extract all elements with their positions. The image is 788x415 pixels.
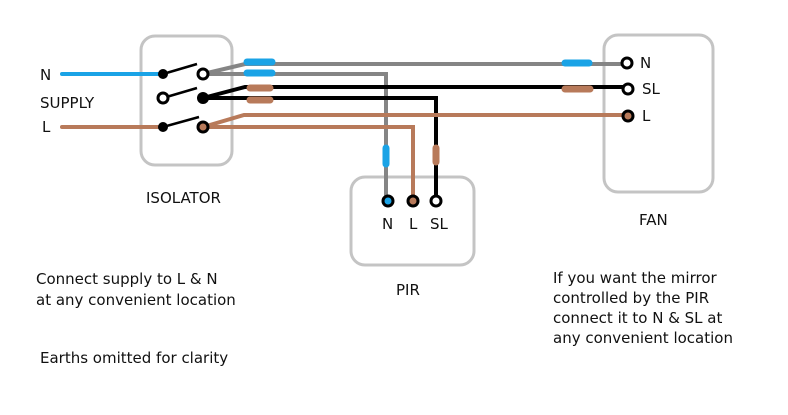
fan-terminal-l: L [642, 107, 651, 125]
fan-terminals [620, 56, 635, 123]
earths-note: Earths omitted for clarity [40, 349, 229, 367]
pir-terminal-l: L [409, 215, 418, 233]
fan-terminal-sl: SL [642, 80, 660, 98]
neutral-to-pir-wire [203, 72, 388, 200]
supply-label: SUPPLY [40, 94, 95, 112]
supply-note-line-2: at any convenient location [36, 291, 236, 309]
pir-terminal-n: N [382, 215, 394, 233]
pir-label: PIR [396, 281, 420, 299]
mirror-note-line-1: If you want the mirror [553, 269, 717, 287]
fan-label: FAN [639, 211, 668, 229]
mirror-note-line-2: controlled by the PIR [553, 289, 710, 307]
mirror-note: If you want the mirror controlled by the… [553, 268, 733, 348]
pir-terminal-sl: SL [430, 215, 448, 233]
isolator-label: ISOLATOR [146, 189, 221, 207]
sl-to-pir-wire [203, 96, 438, 200]
supply-n-label: N [40, 66, 52, 84]
live-to-fan-wire [202, 113, 627, 129]
supply-note-line-1: Connect supply to L & N [36, 270, 218, 288]
pir-terminals [381, 194, 443, 208]
supply-note: Connect supply to L & N at any convenien… [36, 269, 236, 311]
supply-l-label: L [42, 118, 51, 136]
isolator-box [139, 34, 234, 167]
live-to-pir-wire [203, 125, 415, 200]
mirror-note-line-4: any convenient location [553, 329, 733, 347]
isolator-switches [156, 62, 200, 132]
sleeves [243, 58, 594, 168]
mirror-note-line-3: connect it to N & SL at [553, 309, 723, 327]
isolator-out-terminals [196, 67, 210, 134]
fan-terminal-n: N [640, 54, 652, 72]
sl-to-fan-wire [202, 85, 627, 100]
